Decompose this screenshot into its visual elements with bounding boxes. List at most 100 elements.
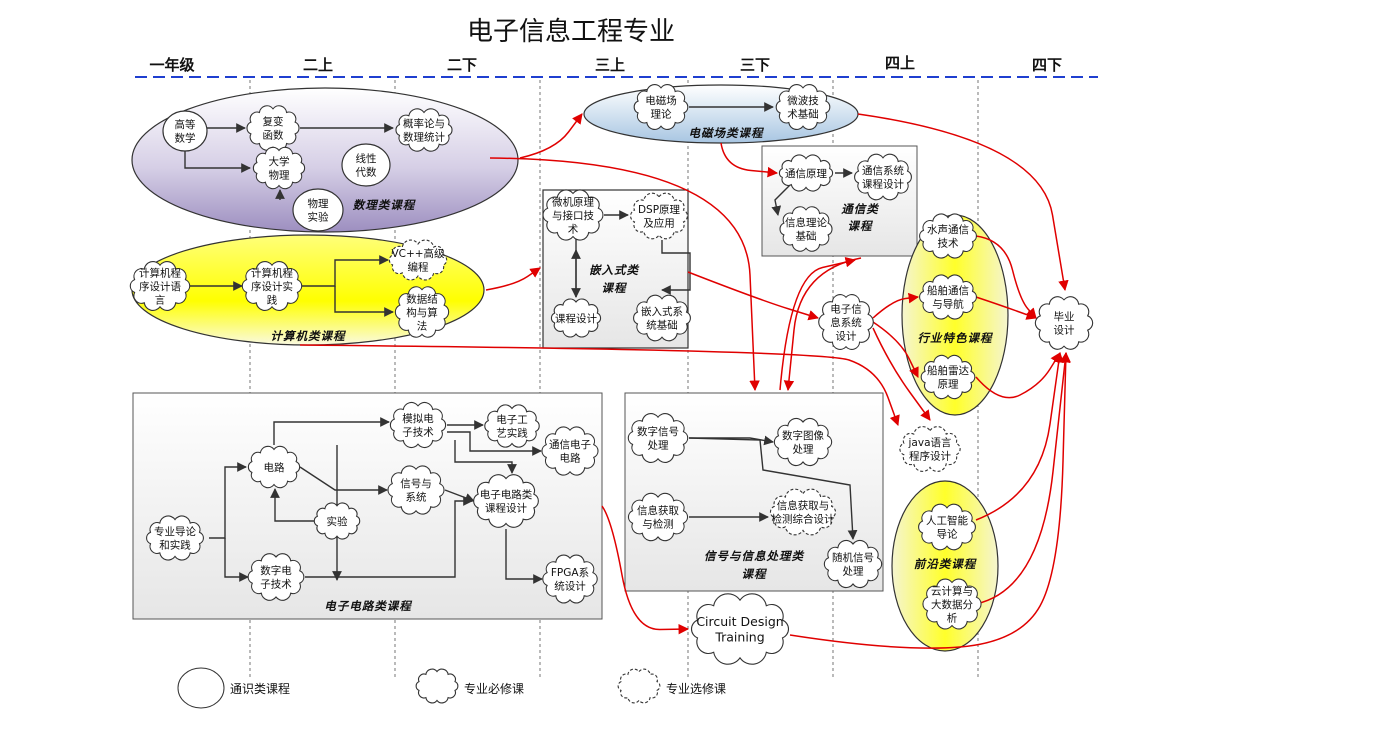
- course-label: 船舶雷达: [927, 364, 969, 377]
- course-label: 通信电子: [549, 438, 591, 451]
- course-label: VC++高级: [391, 247, 445, 260]
- course-label: 线性: [356, 152, 377, 165]
- group-label-math: 数理类课程: [353, 198, 417, 212]
- required-course-shape: [541, 426, 599, 476]
- elective-course-shape: [899, 426, 961, 472]
- cross-group-arrow: [485, 267, 541, 291]
- course-label: 与检测: [642, 518, 674, 531]
- course-label: 物理: [308, 197, 329, 210]
- group-label-embedded: 嵌入式类: [589, 263, 639, 277]
- prerequisite-arrow: [334, 286, 394, 317]
- semester-label: 四上: [885, 54, 915, 72]
- cross-group-arrow: [489, 157, 760, 392]
- course-label: 数字图像: [782, 429, 824, 442]
- course-label: 物理: [269, 169, 290, 182]
- course-label: 课程设计: [555, 312, 597, 325]
- course-label: FPGA系: [551, 567, 589, 579]
- semester-header: 一年级 二上 二下 三上 三下 四上 四下: [149, 54, 1062, 74]
- prerequisite-arrow: [305, 496, 473, 578]
- course-label: 处理: [648, 440, 669, 452]
- required-course-shape: [542, 189, 604, 241]
- prerequisite-arrow: [454, 440, 517, 474]
- cross-group-arrow: [975, 235, 1037, 319]
- course-label: 系统: [406, 491, 427, 504]
- course-label: 信息理论: [785, 216, 827, 229]
- prerequisite-arrow: [444, 489, 475, 503]
- required-course-shape: [633, 294, 691, 342]
- course-label: 微机原理: [552, 195, 594, 208]
- course-label: Circuit Design: [696, 614, 783, 629]
- semester-label: 三上: [595, 56, 625, 74]
- required-course-shape: [484, 404, 540, 448]
- course-label: 技术: [938, 237, 959, 250]
- legend-label: 专业必修课: [464, 681, 524, 696]
- required-course-shape: [129, 261, 191, 311]
- course-node-experiment: 实验: [313, 502, 361, 540]
- course-label: 序设计语: [139, 280, 181, 293]
- required-course-shape: [854, 153, 912, 201]
- cross-group-arrow: [779, 257, 857, 391]
- general-course-shape: [162, 110, 208, 152]
- course-label: 序设计实: [251, 280, 293, 293]
- course-label: 和实践: [159, 539, 191, 552]
- course-label: 船舶通信: [927, 284, 969, 297]
- course-label: 处理: [843, 566, 864, 578]
- course-label: 高等: [175, 118, 196, 131]
- course-label: 艺实践: [496, 427, 528, 440]
- prerequisite-arrow: [771, 184, 791, 216]
- group-label-signal: 信号与信息处理类: [704, 549, 804, 563]
- course-label: 微波技: [787, 94, 819, 107]
- course-label: 通信原理: [785, 168, 827, 180]
- course-label: 大学: [269, 155, 290, 168]
- course-label: 术: [568, 223, 579, 235]
- group-label-comm: 课程: [848, 219, 874, 233]
- course-label: 电子信: [830, 302, 862, 315]
- cross-group-arrow: [299, 344, 900, 426]
- course-label: 数字信号: [637, 425, 679, 438]
- course-label: 术基础: [787, 108, 819, 121]
- course-label: 计算机程: [139, 266, 181, 279]
- group-label-comm: 通信类: [841, 202, 879, 216]
- red-arrows: [299, 113, 1071, 649]
- course-label: 息系统: [830, 316, 862, 329]
- semester-label: 二上: [303, 56, 333, 74]
- elective-course-shape: [617, 668, 661, 704]
- general-course-shape: [292, 188, 344, 232]
- course-label: 践: [267, 293, 278, 306]
- prerequisite-arrow: [209, 462, 247, 539]
- course-label: 嵌入式系: [641, 305, 683, 318]
- course-label: 子技术: [260, 578, 292, 591]
- course-label: 数理统计: [403, 131, 445, 144]
- required-course-shape: [247, 553, 305, 601]
- course-label: 与导航: [932, 298, 964, 311]
- required-course-shape: [919, 274, 977, 320]
- required-course-shape: [818, 294, 874, 350]
- course-label: DSP原理: [638, 204, 681, 216]
- legend-general-icon: [177, 667, 225, 709]
- course-label: 大数据分: [931, 598, 973, 611]
- prerequisite-arrow: [688, 437, 858, 540]
- course-label: 专业导论: [154, 525, 196, 538]
- prerequisite-arrow: [299, 466, 388, 495]
- course-label: 导论: [937, 528, 958, 541]
- required-course-shape: [241, 261, 303, 311]
